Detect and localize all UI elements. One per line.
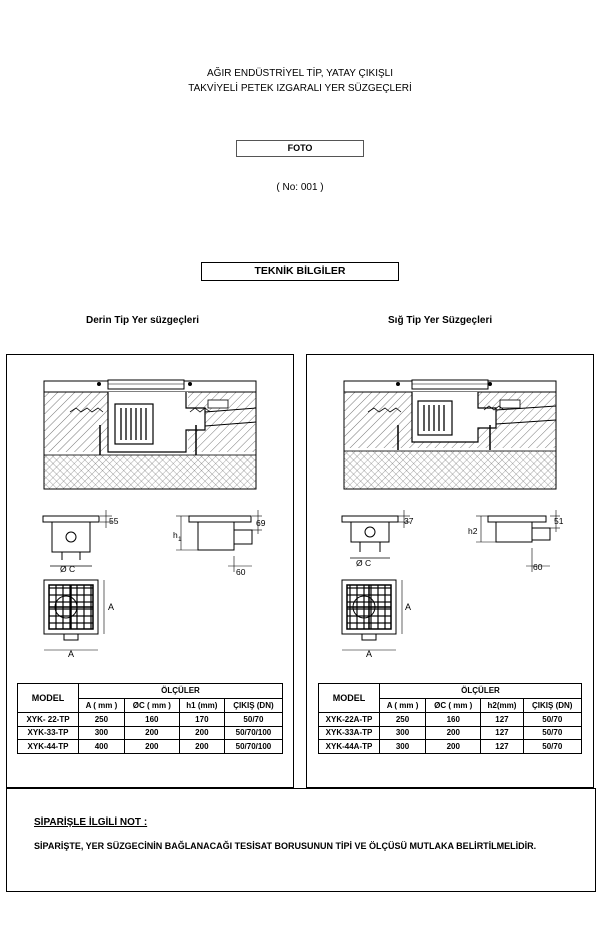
left-dim-top: 55 [109, 516, 119, 526]
table-cell: 127 [480, 725, 524, 740]
table-cell: 400 [78, 739, 125, 754]
right-panel [306, 354, 594, 788]
table-cell: XYK-44-TP [17, 739, 79, 754]
table-cell: 127 [480, 739, 524, 754]
table-cell: XYK-33A-TP [318, 725, 380, 740]
order-note-title: SİPARİŞLE İLGİLİ NOT : [34, 817, 148, 828]
table-cell: 200 [178, 725, 225, 740]
table-cell: 170 [178, 712, 225, 727]
table-cell: 50/70 [522, 725, 583, 740]
left-dim-diameter: Ø C [60, 564, 75, 574]
table-cell: 50/70 [223, 712, 284, 727]
left-dim-a-side: A [108, 602, 114, 612]
table-cell: 300 [78, 725, 125, 740]
table-row: XYK-44-TP 400 200 200 50/70/100 [17, 739, 284, 754]
left-dim-h-sub: 1 [178, 536, 182, 543]
order-note-body: SİPARİŞTE, YER SÜZGECİNİN BAĞLANACAĞI TE… [34, 841, 537, 851]
table-cell: XYK-44A-TP [318, 739, 380, 754]
table-cell: XYK- 22-TP [17, 712, 79, 727]
table-cell: 200 [123, 739, 180, 754]
left-dim-outlet: 60 [236, 567, 246, 577]
table-row: XYK-33A-TP 300 200 127 50/70 [318, 725, 583, 740]
left-table-col: ÇIKIŞ (DN) [223, 697, 284, 713]
right-table-col: A ( mm ) [378, 697, 427, 713]
photo-label-box: FOTO [236, 140, 364, 157]
table-cell: 300 [378, 725, 427, 740]
table-cell: XYK-33-TP [17, 725, 79, 740]
right-table-col: ØC ( mm ) [425, 697, 482, 713]
right-panel-heading: Sığ Tip Yer Süzgeçleri [388, 315, 493, 326]
document-title: AĞIR ENDÜSTRİYEL TİP, YATAY ÇIKIŞLI TAKV… [0, 66, 600, 96]
table-cell: 200 [425, 739, 482, 754]
right-front-view [341, 510, 410, 559]
table-cell: 127 [480, 712, 524, 727]
title-line-2: TAKVİYELİ PETEK IZGARALI YER SÜZGEÇLERİ [188, 83, 412, 94]
left-dim-side: 69 [256, 518, 266, 528]
right-dim-diameter: Ø C [356, 558, 371, 568]
table-cell: 50/70/100 [223, 725, 284, 740]
left-table-model-header: MODEL [17, 683, 79, 713]
table-cell: 160 [425, 712, 482, 727]
table-cell: XYK-22A-TP [318, 712, 380, 727]
right-table-col: ÇIKIŞ (DN) [522, 697, 583, 713]
left-dim-h: h [173, 530, 178, 540]
technical-info-heading: TEKNİK BİLGİLER [201, 262, 399, 281]
left-front-view [42, 510, 112, 567]
left-table-group-header: ÖLÇÜLER [78, 683, 283, 699]
table-row: XYK-33-TP 300 200 200 50/70/100 [17, 725, 284, 740]
table-row: XYK-22A-TP 250 160 127 50/70 [318, 712, 583, 727]
document-number: ( No: 001 ) [276, 182, 324, 193]
table-cell: 300 [378, 739, 427, 754]
table-cell: 200 [123, 725, 180, 740]
table-cell: 50/70/100 [223, 739, 284, 754]
right-dim-top: 37 [404, 516, 414, 526]
right-dim-a-side: A [405, 602, 411, 612]
title-line-1: AĞIR ENDÜSTRİYEL TİP, YATAY ÇIKIŞLI [207, 68, 393, 79]
left-panel [6, 354, 294, 788]
right-dim-h: h2 [468, 526, 478, 536]
right-table-group-header: ÖLÇÜLER [379, 683, 582, 699]
right-spec-table: MODEL ÖLÇÜLER A ( mm ) ØC ( mm ) h2(mm) … [318, 683, 583, 754]
right-dim-side: 51 [554, 516, 564, 526]
right-table-col: h2(mm) [480, 697, 524, 713]
table-row: XYK- 22-TP 250 160 170 50/70 [17, 712, 284, 727]
right-table-model-header: MODEL [318, 683, 380, 713]
right-top-view [341, 579, 403, 651]
table-cell: 200 [425, 725, 482, 740]
right-side-view [476, 510, 560, 572]
table-cell: 50/70 [522, 712, 583, 727]
table-cell: 200 [178, 739, 225, 754]
right-dim-a-bottom: A [366, 649, 372, 659]
table-cell: 50/70 [522, 739, 583, 754]
order-note-box [6, 788, 596, 892]
table-row: XYK-44A-TP 300 200 127 50/70 [318, 739, 583, 754]
table-cell: 250 [78, 712, 125, 727]
right-dim-outlet: 60 [533, 562, 543, 572]
right-section-drawing [343, 379, 557, 490]
left-table-col: h1 (mm) [178, 697, 225, 713]
left-dim-a-bottom: A [68, 649, 74, 659]
left-table-col: A ( mm ) [78, 697, 125, 713]
left-side-view [176, 510, 262, 572]
left-table-col: ØC ( mm ) [123, 697, 180, 713]
left-spec-table: MODEL ÖLÇÜLER A ( mm ) ØC ( mm ) h1 (mm)… [17, 683, 284, 754]
table-cell: 160 [123, 712, 180, 727]
left-top-view [43, 579, 105, 651]
left-section-drawing [43, 379, 257, 490]
left-panel-heading: Derin Tip Yer süzgeçleri [86, 315, 200, 326]
table-cell: 250 [378, 712, 427, 727]
